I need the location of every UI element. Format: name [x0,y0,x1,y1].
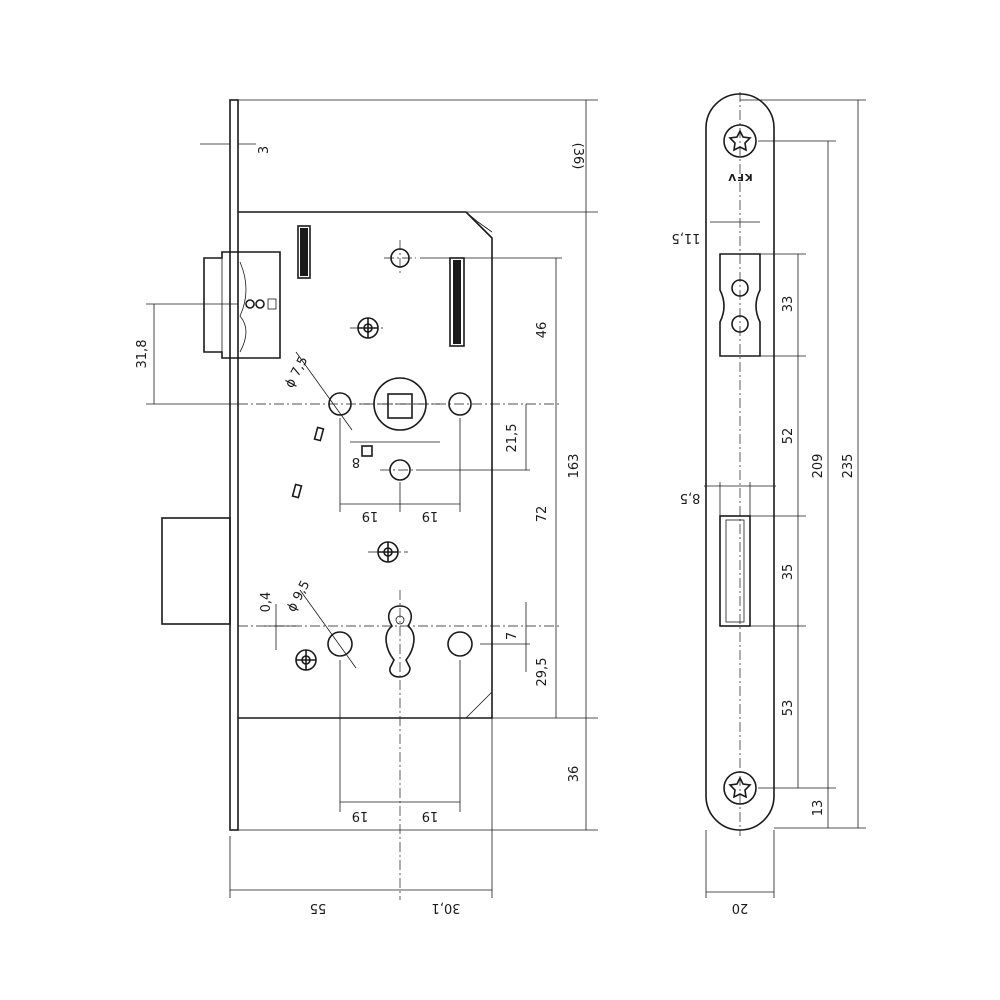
latch-pin [245,299,255,309]
dim-faceplate-width: 20 [732,900,749,915]
dim-faceplate-thickness: 3 [257,146,272,154]
dim-163: 163 [567,454,582,479]
lock-faceplate-strip [229,99,239,831]
lock-dimension-texts: 55 30,1 3 (36) 36 46 163 72 21,5 29,5 7 … [135,143,585,915]
latch-bolt [203,251,281,359]
dim-19-upper-left: 19 [362,508,379,523]
dim-body-depth: 30,1 [432,900,461,915]
screw-upper [350,317,386,339]
dim-19-upper-right: 19 [422,508,439,523]
faceplate-dimension-texts: 20 235 209 13 11,5 33 52 8,5 35 53 [672,230,856,915]
dim-gap-53: 53 [781,700,796,717]
lock-body-view [161,99,560,900]
hole-mid [380,459,420,481]
screw-middle [368,541,408,563]
dim-29-5: 29,5 [535,658,550,687]
dim-gap-52: 52 [781,428,796,445]
dim-cylinder-diameter: ϕ 9,5 [284,578,313,615]
dim-backset: 55 [310,900,327,915]
dim-bolt-opening-height: 35 [781,564,796,581]
slot-upper-left-fill [300,228,308,276]
dim-19-lower-left: 19 [352,808,369,823]
dim-bottom-offset: 36 [567,766,582,783]
lock-case-lower-chamfer [465,672,493,719]
lock-dimension-lines [146,99,598,898]
dim-latch-opening-height: 33 [781,296,796,313]
dim-19-lower-right: 19 [422,808,439,823]
square-8-symbol [361,445,373,457]
faceplate-outline [705,93,775,831]
screw-lower-left [295,649,317,671]
dim-72: 72 [535,506,550,523]
latch-opening-pin-2 [731,315,749,333]
hole-cyl-left [327,631,353,657]
dim-0-4: 0,4 [259,592,274,613]
dim-screw-distance: 209 [811,454,826,479]
faceplate-screw-bottom [723,771,757,805]
dim-21-5: 21,5 [505,424,520,453]
dim-latch-height: 31,8 [135,340,150,369]
slot-right-fill [453,260,461,344]
faceplate-brand: KFV [727,171,752,182]
dim-bottom-screw-offset: 13 [811,800,826,817]
latch-pin-2 [255,299,265,309]
latch-bevel [221,258,247,353]
cylinder-profile [385,605,415,678]
faceplate-view: KFV [705,92,775,836]
dim-46: 46 [535,322,550,339]
faceplate-bolt-opening-inner [725,519,745,623]
latch-opening-pin-1 [731,279,749,297]
faceplate-screw-top [723,124,757,158]
dead-bolt [161,517,231,625]
lock-case-chamfer [465,211,493,233]
faceplate-bolt-opening [719,515,751,627]
dim-square-8: 8 [352,454,360,469]
mark-small-2 [291,483,303,499]
dim-follower-diameter: ϕ 7,5 [282,354,311,391]
dim-top-offset: (36) [570,143,585,170]
slot-upper-left [297,225,311,279]
hole-cyl-right [447,631,473,657]
dim-total-length: 235 [841,454,856,479]
dim-latch-opening-width: 11,5 [672,230,701,245]
mark-small-1 [313,426,325,442]
dim-bolt-opening-width: 8,5 [680,490,701,505]
latch-notch [267,298,277,310]
dim-7: 7 [505,632,520,640]
hole-top [384,240,416,276]
faceplate-dimension-lines [704,99,866,898]
